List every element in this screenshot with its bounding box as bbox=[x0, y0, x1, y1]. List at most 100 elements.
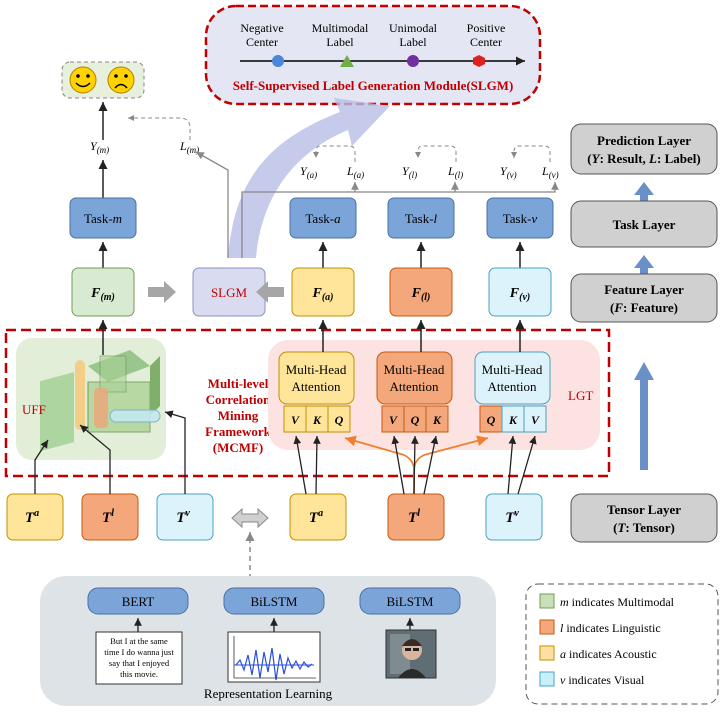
slgm-point-4-l1: Positive bbox=[467, 21, 506, 35]
tensor-v-left-label: Tv bbox=[176, 508, 190, 526]
tl-to-q bbox=[410, 435, 419, 495]
tv-to-v bbox=[517, 435, 537, 495]
slgm-point-2-l2: Label bbox=[326, 35, 354, 49]
slgm-point-3-l1: Unimodal bbox=[389, 21, 438, 35]
ll-label: L(l) bbox=[447, 164, 463, 180]
feature-m-box bbox=[71, 267, 135, 317]
ym-label: Y(m) bbox=[90, 139, 109, 155]
ta-to-k bbox=[312, 435, 321, 495]
legend-item-v: v indicates Visual bbox=[560, 673, 645, 687]
ta-to-v bbox=[293, 435, 307, 495]
uff-label: UFF bbox=[22, 402, 46, 417]
slgm-point-1-l1: Negative bbox=[240, 21, 283, 35]
attention-l-box bbox=[376, 351, 453, 405]
tensor-to-feature-arrow bbox=[634, 362, 654, 470]
tensor-v-right-label: Tv bbox=[505, 508, 519, 526]
tensor-layer-title: Tensor Layer bbox=[607, 502, 681, 517]
feature-v-box bbox=[488, 267, 552, 317]
task-v-label: Task-v bbox=[503, 211, 538, 226]
slgm-module-title: Self-Supervised Label Generation Module(… bbox=[233, 78, 514, 93]
attention-l-line1: Multi-Head bbox=[384, 362, 445, 377]
yl-label: Y(l) bbox=[402, 164, 417, 180]
mcmf-line2: Correlation bbox=[206, 392, 272, 407]
key-a-0: V bbox=[291, 413, 300, 427]
mcmf-line1: Multi-level bbox=[208, 376, 269, 391]
legend-box bbox=[525, 583, 719, 705]
lgt-label: LGT bbox=[568, 388, 593, 403]
slgm-point-2-l1: Multimodal bbox=[312, 21, 369, 35]
tl-to-v bbox=[391, 435, 405, 495]
attention-v-line2: Attention bbox=[487, 379, 537, 394]
prediction-layer-title: Prediction Layer bbox=[597, 133, 691, 148]
attention-l-line2: Attention bbox=[389, 379, 439, 394]
slgm-point-4-l2: Center bbox=[470, 35, 502, 49]
attention-v-box bbox=[474, 351, 551, 405]
fm-to-slgm-arrow bbox=[148, 281, 176, 303]
lv-label: L(v) bbox=[541, 164, 559, 180]
slgm-point-3-l2: Label bbox=[399, 35, 427, 49]
tv-to-uff bbox=[164, 410, 186, 494]
keys-l: V Q K bbox=[381, 405, 449, 433]
key-l-2: K bbox=[432, 413, 442, 427]
task-m-label: Task-m bbox=[84, 211, 122, 226]
tl-to-k bbox=[423, 435, 439, 495]
text-sample-card bbox=[95, 631, 183, 685]
slgm-point-1-l2: Center bbox=[246, 35, 278, 49]
legend-swatch-m bbox=[539, 593, 555, 609]
legend-item-l: l indicates Linguistic bbox=[560, 621, 661, 635]
legend-swatch-l bbox=[539, 619, 555, 635]
bilstm-visual-label: BiLSTM bbox=[387, 594, 434, 609]
task-to-prediction-arrow bbox=[634, 182, 654, 201]
legend-item-m: m indicates Multimodal bbox=[560, 595, 675, 609]
attention-a-line1: Multi-Head bbox=[286, 362, 347, 377]
video-frame-icon bbox=[385, 629, 437, 679]
task-v-box bbox=[486, 197, 554, 239]
mcmf-frame bbox=[4, 328, 611, 478]
attention-a-box bbox=[278, 351, 355, 405]
feature-to-task-arrow bbox=[634, 255, 654, 274]
task-a-label: Task-a bbox=[305, 211, 341, 226]
attention-a-line2: Attention bbox=[291, 379, 341, 394]
tensor-a-left-label: Ta bbox=[25, 508, 39, 526]
task-a-box bbox=[289, 197, 357, 239]
key-v-0: Q bbox=[487, 413, 496, 427]
legend-swatch-v bbox=[539, 671, 555, 687]
multimodal-label-marker bbox=[340, 55, 354, 67]
feature-a-label: F(a) bbox=[311, 286, 333, 303]
tensor-l-right bbox=[387, 493, 445, 541]
task-layer-title: Task Layer bbox=[613, 217, 676, 232]
tensor-l-right-label: Tl bbox=[408, 508, 420, 526]
legend-swatch-a bbox=[539, 645, 555, 661]
feature-m-label: F(m) bbox=[90, 286, 115, 303]
lm-feedback-arrow bbox=[128, 115, 191, 140]
attention-v-line1: Multi-Head bbox=[482, 362, 543, 377]
slgm-to-lv-line bbox=[241, 182, 559, 258]
lm-label: L(m) bbox=[179, 139, 199, 155]
task-m-box bbox=[69, 197, 137, 239]
uff-cube-graphic bbox=[40, 350, 161, 452]
keys-v: Q K V bbox=[479, 405, 547, 433]
legend-item-a: a indicates Acoustic bbox=[560, 647, 657, 661]
key-l-0: V bbox=[389, 413, 398, 427]
keys-a: V K Q bbox=[283, 405, 351, 433]
feature-layer-title: Feature Layer bbox=[604, 282, 684, 297]
key-a-2: Q bbox=[335, 413, 344, 427]
positive-center-marker bbox=[473, 55, 485, 67]
sad-face-icon bbox=[107, 66, 135, 94]
feature-l-label: F(l) bbox=[411, 286, 431, 303]
negative-center-marker bbox=[272, 55, 284, 67]
lv-feedback-arrow bbox=[511, 145, 551, 162]
mcmf-line5: (MCMF) bbox=[213, 440, 264, 455]
text-sample-line1: But I at the same bbox=[110, 636, 168, 646]
ta-to-uff bbox=[34, 439, 49, 494]
tensor-v-right bbox=[485, 493, 543, 541]
tensor-a-right-label: Ta bbox=[309, 508, 323, 526]
slgm-to-lm-line bbox=[195, 151, 229, 258]
bilstm-audio-label: BiLSTM bbox=[251, 594, 298, 609]
bert-label: BERT bbox=[122, 594, 155, 609]
key-v-2: V bbox=[531, 413, 540, 427]
la-label: L(a) bbox=[346, 164, 364, 180]
tv-to-k bbox=[507, 435, 517, 495]
